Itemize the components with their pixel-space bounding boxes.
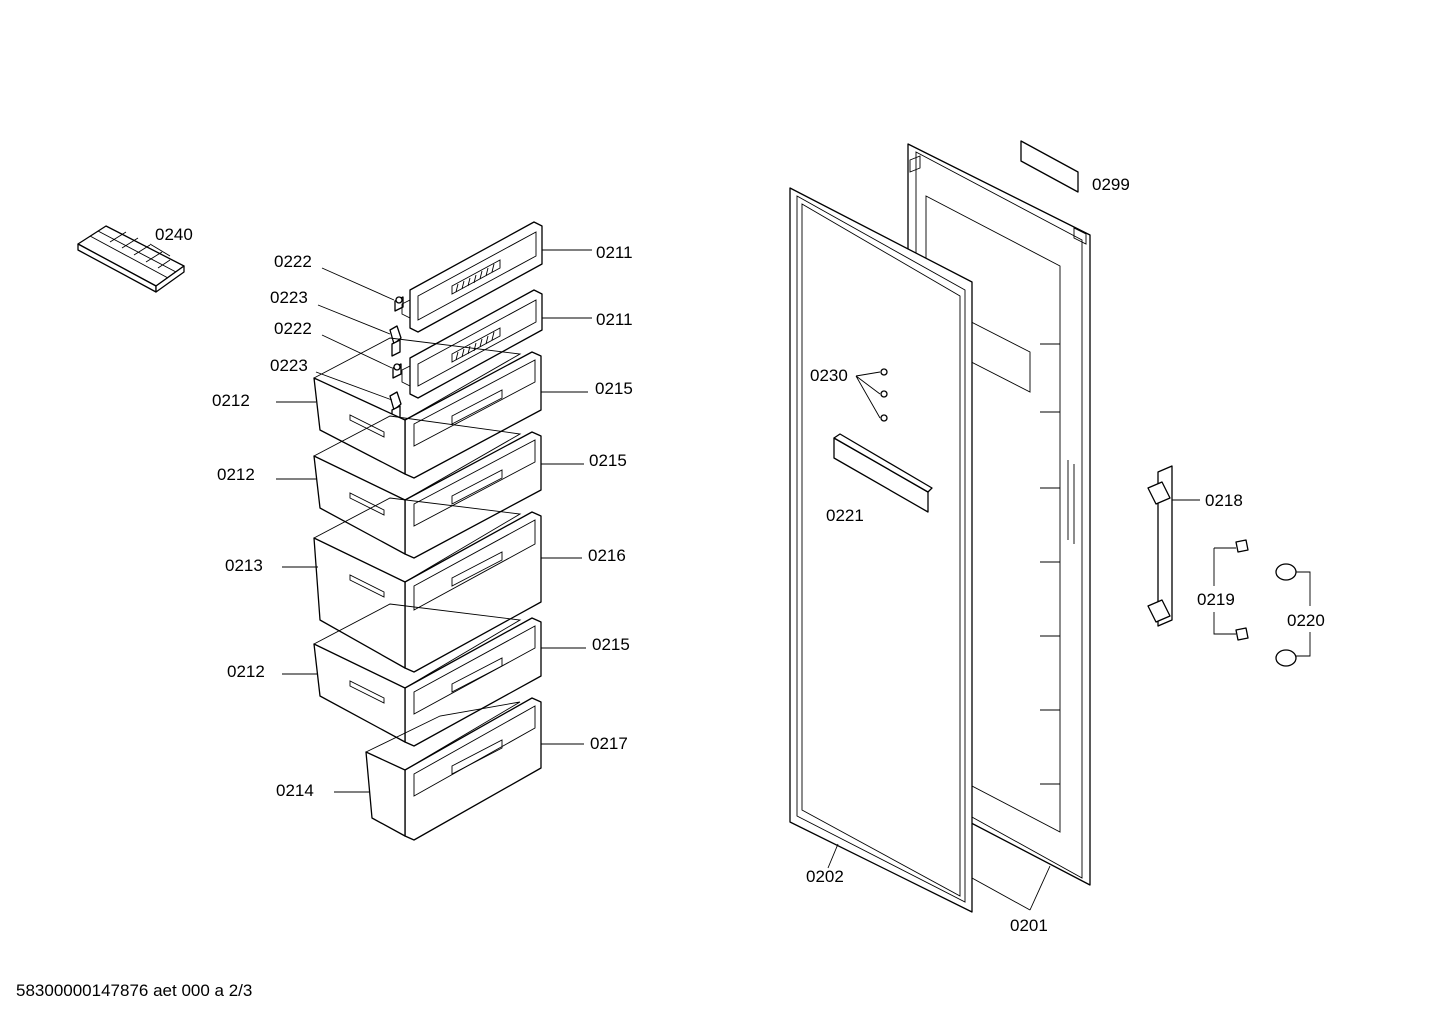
label-handle: 0218 xyxy=(1205,491,1243,510)
document-code: 58300000147876 aet 000 a 2/3 xyxy=(16,981,253,1000)
label-front-4: 0215 xyxy=(592,635,630,654)
drawer-box-0212-4 xyxy=(313,603,522,743)
label-door-gasket: 0202 xyxy=(806,867,844,886)
label-handle-screws: 0219 xyxy=(1197,590,1235,609)
label-rating-plate: 0299 xyxy=(1092,175,1130,194)
label-clip-upper: 0223 xyxy=(270,288,308,307)
label-clip-lower: 0223 xyxy=(270,356,308,375)
drawer-box-0213 xyxy=(313,497,522,669)
flap-0211-top xyxy=(401,221,543,333)
label-door-screws: 0230 xyxy=(810,366,848,385)
label-front-1: 0215 xyxy=(595,379,633,398)
label-front-bottom: 0217 xyxy=(590,734,628,753)
drawer-box-0214 xyxy=(365,701,521,837)
label-inner-door: 0201 xyxy=(1010,916,1048,935)
rating-plate-0299 xyxy=(1020,140,1079,193)
label-drawer-bottom: 0214 xyxy=(276,781,314,800)
label-drawer-4: 0212 xyxy=(227,662,265,681)
label-door-strip: 0221 xyxy=(826,506,864,525)
ice-tray xyxy=(77,225,185,293)
drawer-box-0212-1 xyxy=(313,337,522,475)
door-gasket-0202 xyxy=(789,187,973,913)
label-front-2: 0215 xyxy=(589,451,627,470)
screw-0222-lower xyxy=(392,363,402,379)
drawer-box-0212-2 xyxy=(313,415,522,555)
label-flap-top: 0211 xyxy=(596,243,633,262)
clip-0223-upper xyxy=(389,325,402,357)
label-screw-upper: 0222 xyxy=(274,252,312,271)
label-drawer-2: 0212 xyxy=(217,465,255,484)
door-handle-0218 xyxy=(1147,465,1173,627)
screw-0222-upper xyxy=(394,296,404,312)
handle-screws-0219 xyxy=(1213,539,1249,641)
label-screw-lower: 0222 xyxy=(274,319,312,338)
label-flap-second: 0211 xyxy=(596,310,633,329)
label-front-large: 0216 xyxy=(588,546,626,565)
flap-0211-second xyxy=(401,289,543,399)
label-drawer-1: 0212 xyxy=(212,391,250,410)
handle-caps-0220 xyxy=(1275,563,1311,667)
label-drawer-large: 0213 xyxy=(225,556,263,575)
label-ice-tray: 0240 xyxy=(155,225,193,244)
door-screws-0230 xyxy=(855,368,888,422)
label-handle-caps: 0220 xyxy=(1287,611,1325,630)
door-strip-0221 xyxy=(833,433,933,513)
